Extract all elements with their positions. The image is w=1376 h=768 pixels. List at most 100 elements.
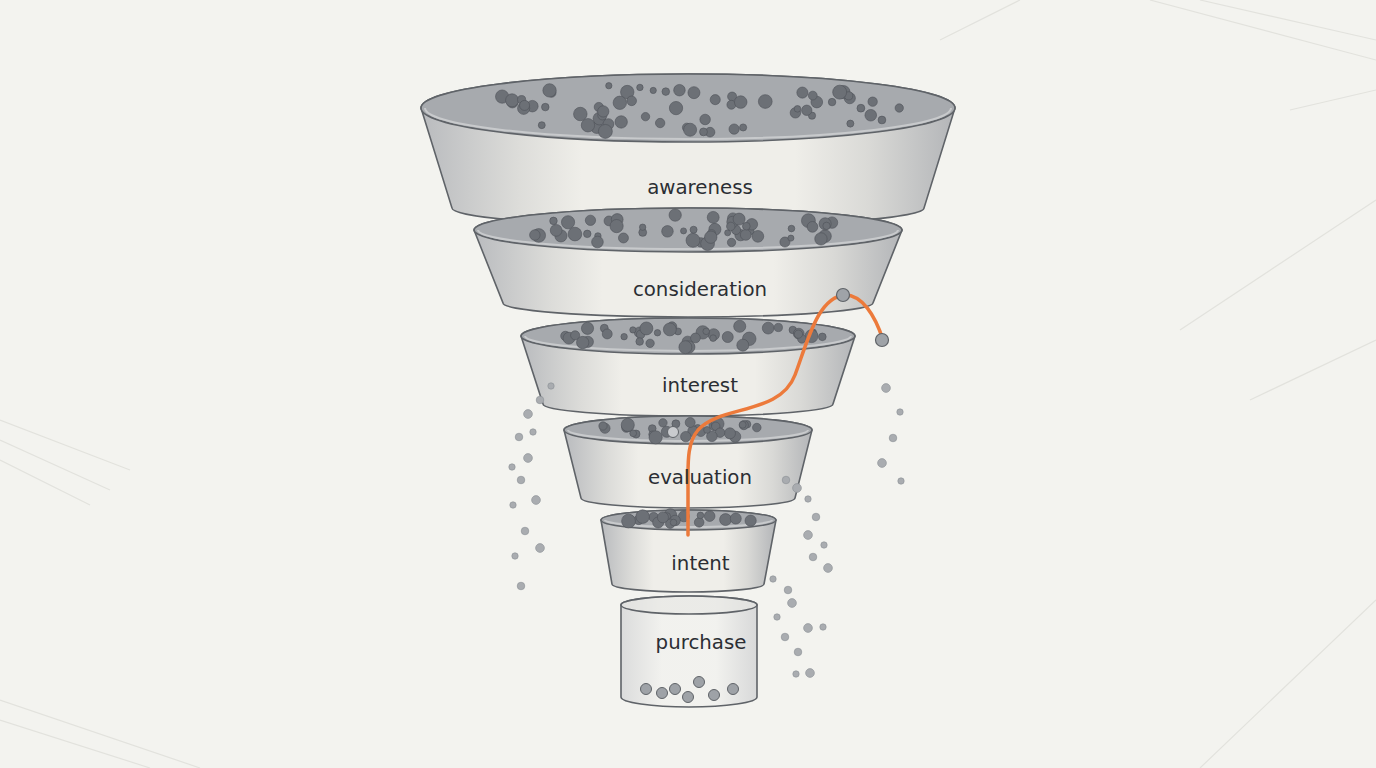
prospect-dot bbox=[847, 120, 854, 127]
dropped-dot bbox=[517, 476, 525, 484]
prospect-dot bbox=[550, 217, 558, 225]
prospect-dot bbox=[752, 230, 764, 242]
prospect-dot bbox=[568, 227, 582, 241]
prospect-dot bbox=[637, 84, 643, 90]
funnel-band: awareness bbox=[418, 71, 982, 229]
band-body bbox=[564, 416, 812, 508]
customer-dot bbox=[657, 688, 668, 699]
customer-dots bbox=[641, 677, 739, 703]
prospect-dot bbox=[685, 418, 695, 428]
dropped-dot bbox=[512, 553, 518, 559]
prospect-dot bbox=[704, 427, 711, 434]
prospect-dot bbox=[794, 330, 802, 338]
prospect-dot bbox=[788, 225, 795, 232]
prospect-dot bbox=[646, 339, 654, 347]
prospect-dot bbox=[833, 85, 847, 99]
prospect-dot bbox=[577, 336, 589, 348]
prospect-dot bbox=[868, 97, 877, 106]
prospect-dots bbox=[622, 509, 757, 529]
prospect-dot bbox=[823, 222, 830, 229]
dropped-dot bbox=[781, 633, 789, 641]
prospect-dot bbox=[805, 330, 818, 343]
dropped-dot bbox=[804, 624, 813, 633]
prospect-dot bbox=[613, 96, 626, 109]
band-outline bbox=[471, 205, 905, 320]
prospect-dot bbox=[669, 209, 681, 221]
dropped-dot bbox=[820, 624, 826, 630]
prospect-dot bbox=[688, 87, 700, 99]
prospect-dot bbox=[694, 518, 704, 528]
dropped-dot bbox=[521, 527, 529, 535]
prospect-dot bbox=[615, 116, 627, 128]
prospect-dot bbox=[727, 238, 735, 246]
prospect-dot bbox=[828, 98, 835, 105]
prospect-dot bbox=[681, 228, 687, 234]
funnel-band: interest bbox=[518, 315, 882, 419]
band-outline bbox=[518, 315, 858, 419]
dropped-dot bbox=[793, 484, 802, 493]
prospect-dot bbox=[520, 100, 530, 110]
prospect-dot bbox=[650, 87, 656, 93]
band-rim bbox=[564, 416, 812, 444]
band-rim bbox=[421, 74, 955, 142]
prospect-dot bbox=[733, 213, 745, 225]
prospect-dot bbox=[640, 322, 653, 335]
dropped-dot bbox=[536, 396, 544, 404]
prospect-dot bbox=[819, 218, 831, 230]
dropping-dots bbox=[509, 383, 904, 678]
prospect-dot bbox=[707, 211, 719, 223]
prospect-dot bbox=[599, 422, 607, 430]
stage-label: interest bbox=[518, 373, 882, 399]
dropped-dot bbox=[782, 476, 790, 484]
band-outline bbox=[598, 507, 779, 595]
prospect-dot bbox=[630, 327, 636, 333]
prospect-dot bbox=[621, 333, 627, 339]
dropped-dot bbox=[806, 669, 815, 678]
prospect-dot bbox=[659, 419, 667, 427]
dropped-dot bbox=[824, 564, 833, 573]
prospect-dot bbox=[584, 230, 592, 238]
prospect-dot bbox=[663, 323, 676, 336]
stage-label: consideration bbox=[471, 277, 929, 303]
dropped-dot bbox=[532, 496, 541, 505]
prospect-dot bbox=[710, 335, 717, 342]
prospect-dot bbox=[610, 219, 623, 232]
dropped-dot bbox=[882, 384, 891, 393]
prospect-dot bbox=[774, 323, 782, 331]
prospect-dot bbox=[662, 88, 670, 96]
dropped-dot bbox=[515, 433, 523, 441]
stage-label: evaluation bbox=[561, 465, 839, 491]
prospect-dot bbox=[679, 341, 692, 354]
prospect-dot bbox=[739, 421, 746, 428]
prospect-dot bbox=[724, 428, 735, 439]
prospect-dot bbox=[657, 512, 668, 523]
prospect-dot bbox=[727, 222, 735, 230]
dropped-dot bbox=[510, 502, 516, 508]
prospect-dot bbox=[543, 84, 556, 97]
funnel-bucket: purchase bbox=[618, 593, 784, 710]
prospect-dot bbox=[729, 124, 739, 134]
prospect-dot bbox=[690, 226, 697, 233]
prospect-dot bbox=[670, 515, 681, 526]
prospect-dot bbox=[662, 226, 674, 238]
dropped-dot bbox=[793, 671, 799, 677]
dropped-dot bbox=[509, 464, 515, 470]
prospect-dot bbox=[670, 519, 677, 526]
prospect-dot bbox=[797, 87, 808, 98]
prospect-dot bbox=[700, 114, 711, 125]
prospect-dot bbox=[581, 119, 594, 132]
band-outline bbox=[418, 71, 958, 229]
prospect-dot bbox=[618, 233, 628, 243]
prospect-dot bbox=[704, 511, 715, 522]
prospect-dot bbox=[895, 104, 903, 112]
rim-highlight bbox=[425, 108, 951, 139]
prospect-dot bbox=[592, 236, 604, 248]
band-body bbox=[601, 510, 776, 592]
prospect-dot bbox=[550, 224, 562, 236]
prospect-dot bbox=[542, 103, 550, 111]
prospect-dot bbox=[506, 94, 519, 107]
funnel-band: evaluation bbox=[561, 413, 839, 511]
prospect-dot bbox=[808, 91, 817, 100]
band-body bbox=[521, 318, 855, 416]
